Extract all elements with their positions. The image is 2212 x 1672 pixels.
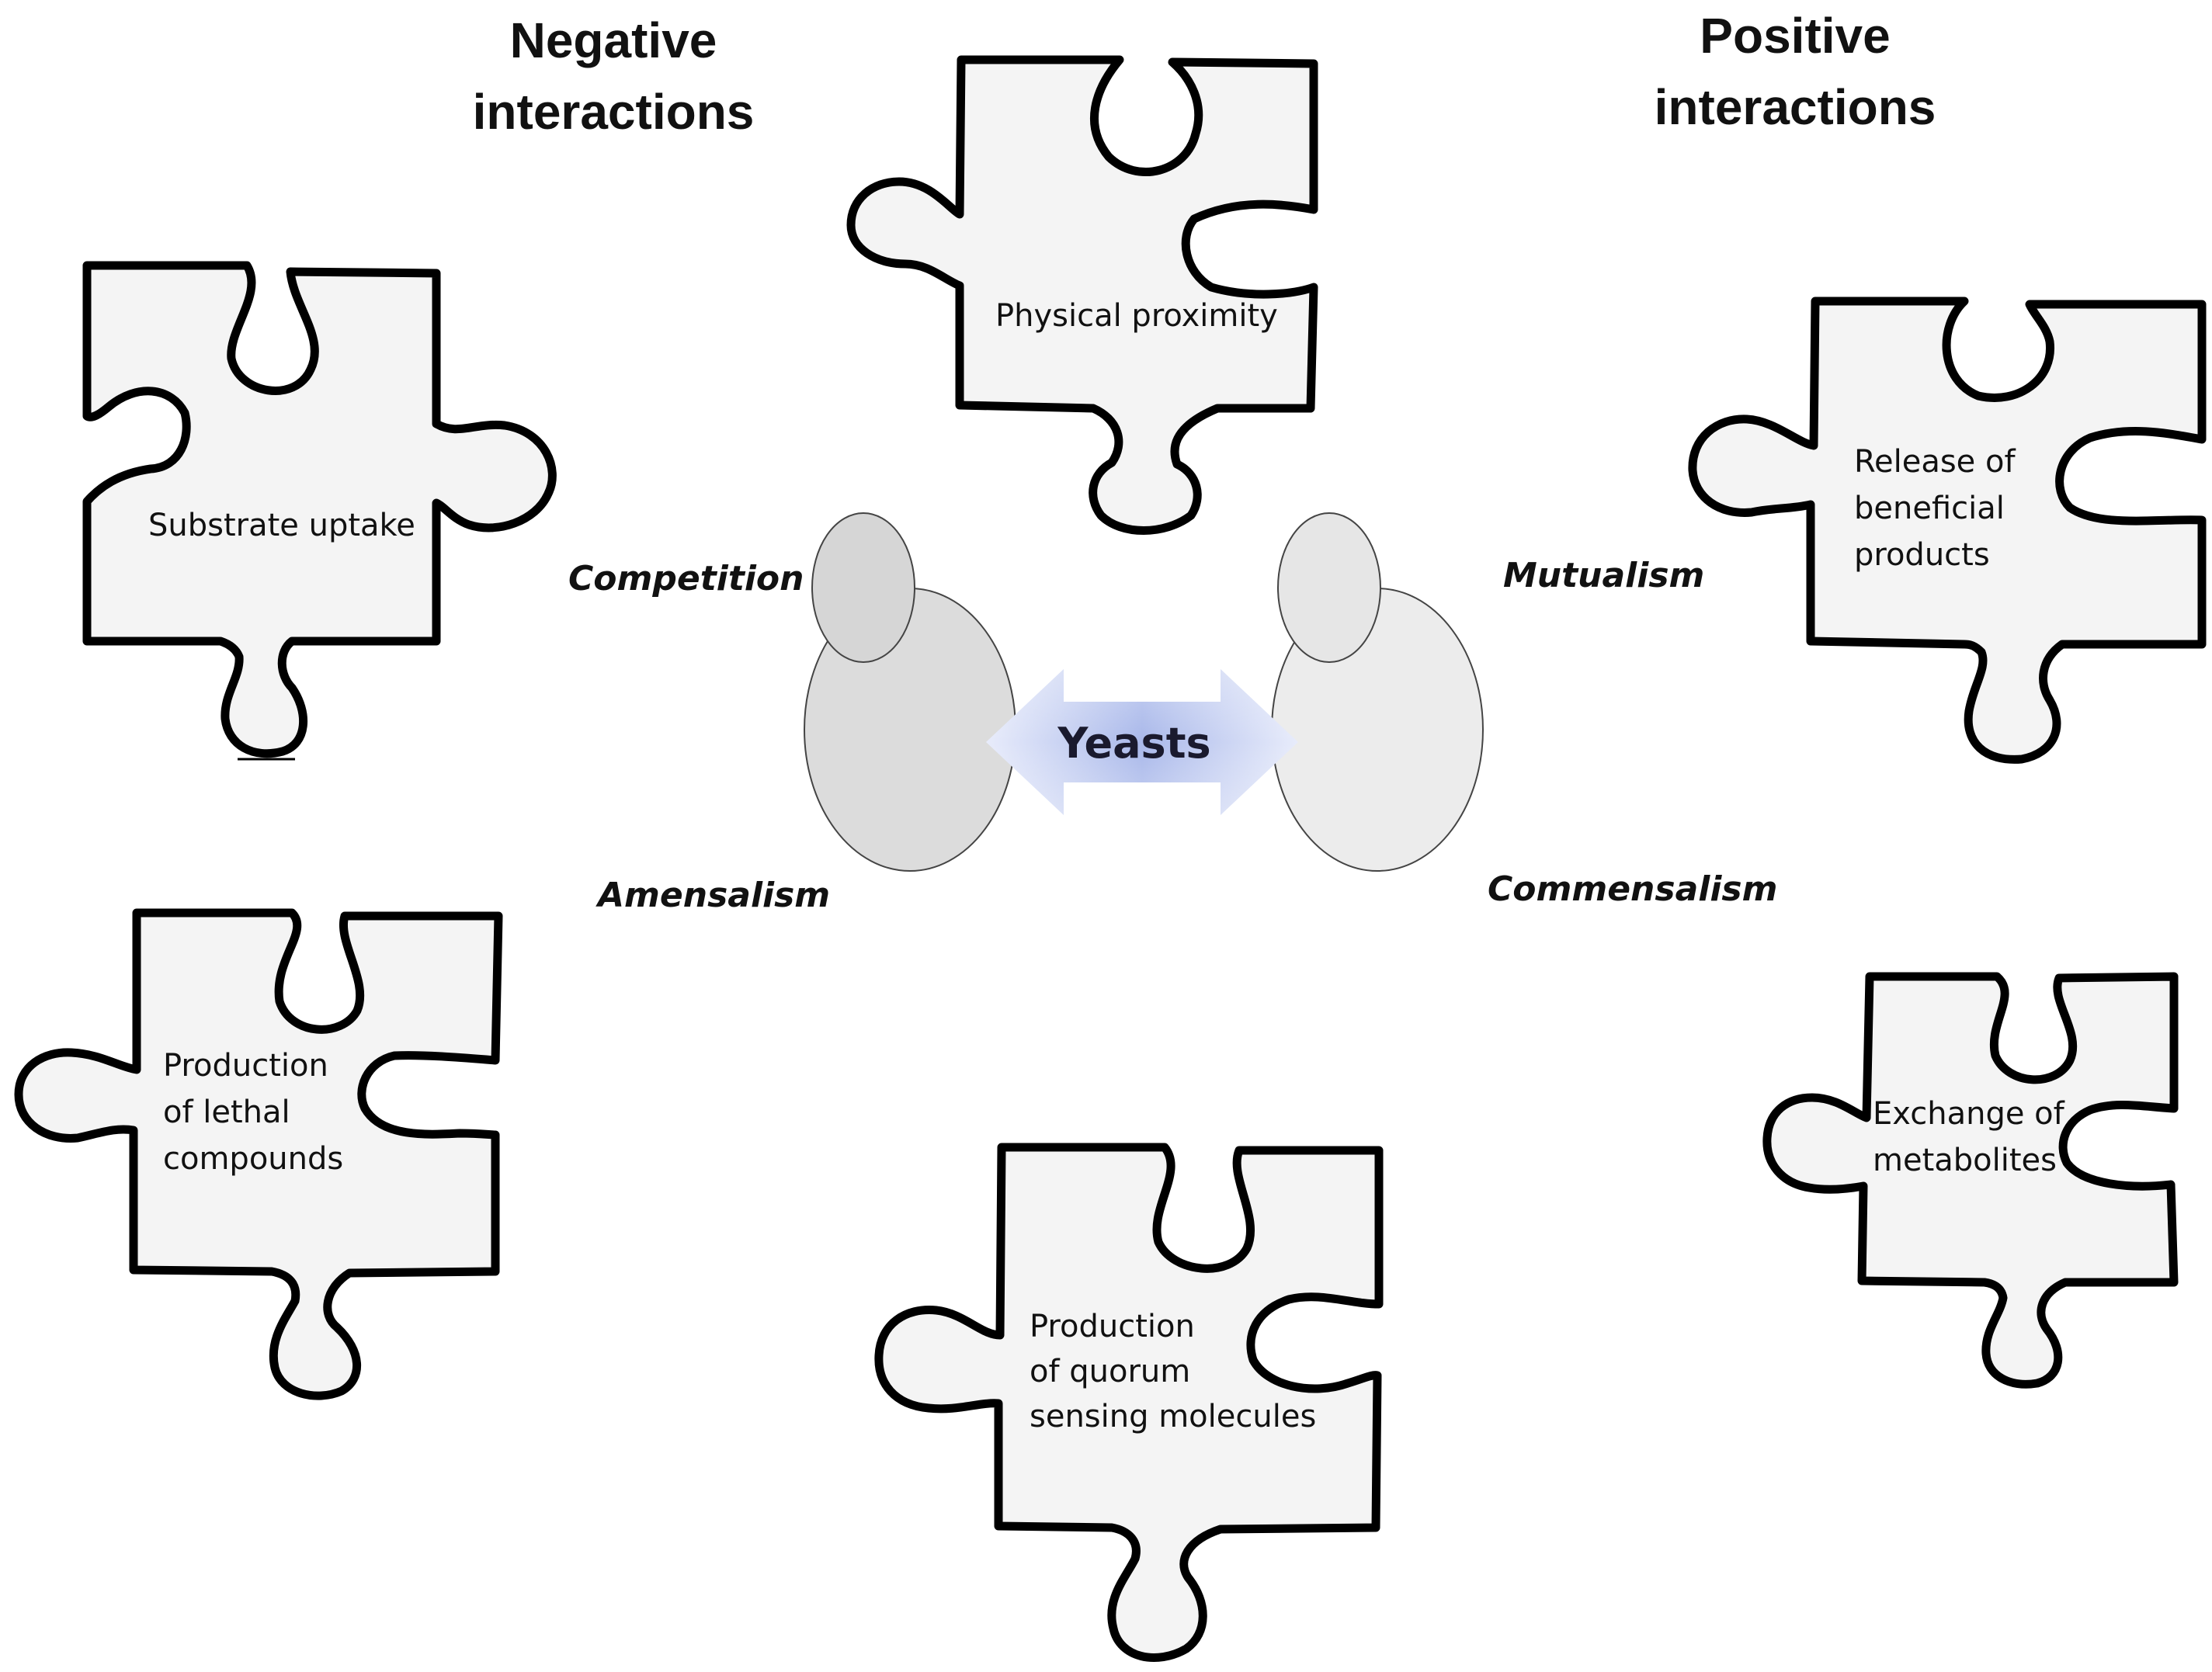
negative-interactions-header: Negative interactions bbox=[473, 12, 755, 140]
exchange-metabolites-line-2: metabolites bbox=[1873, 1143, 2057, 1178]
puzzle-piece-shape bbox=[1762, 972, 2179, 1389]
double-arrow-sheen bbox=[986, 669, 1298, 815]
amensalism-label: Amensalism bbox=[596, 876, 830, 915]
yeast-bud-left bbox=[811, 512, 915, 663]
release-beneficial-line-2: beneficial bbox=[1854, 491, 2005, 526]
exchange-metabolites-line-1: Exchange of bbox=[1873, 1096, 2065, 1132]
puzzle-piece-shape bbox=[82, 261, 557, 758]
puzzle-piece-shape bbox=[14, 908, 503, 1400]
quorum-sensing-line-3: sensing molecules bbox=[1030, 1399, 1316, 1434]
double-arrow: Yeasts bbox=[986, 669, 1298, 815]
puzzle-piece-shape bbox=[846, 55, 1318, 535]
lethal-compounds-line-2: of lethal bbox=[163, 1094, 290, 1130]
puzzle-piece-exchange-metabolites: Exchange of metabolites bbox=[1762, 972, 2179, 1389]
mutualism-label: Mutualism bbox=[1503, 556, 1704, 595]
puzzle-piece-shape bbox=[874, 1143, 1384, 1662]
puzzle-piece-shape bbox=[1688, 297, 2207, 764]
physical-proximity-label: Physical proximity bbox=[995, 298, 1278, 334]
negative-header-line-1: Negative bbox=[510, 12, 717, 68]
quorum-sensing-line-2: of quorum bbox=[1030, 1354, 1190, 1389]
quorum-sensing-line-1: Production bbox=[1030, 1309, 1195, 1344]
yeasts-label: Yeasts bbox=[1057, 719, 1210, 768]
positive-header-line-1: Positive bbox=[1700, 8, 1890, 64]
yeast-cell-right bbox=[1271, 512, 1484, 872]
yeast-bud-right bbox=[1277, 512, 1381, 663]
commensalism-label: Commensalism bbox=[1488, 869, 1777, 909]
puzzle-piece-lethal-compounds: Production of lethal compounds bbox=[14, 908, 503, 1400]
puzzle-piece-release-beneficial: Release of beneficial products bbox=[1688, 297, 2207, 764]
yeast-cell-left bbox=[804, 512, 1016, 872]
puzzle-piece-substrate-uptake: Substrate uptake bbox=[82, 261, 557, 761]
release-beneficial-line-1: Release of bbox=[1854, 444, 2016, 480]
competition-label: Competition bbox=[568, 559, 804, 598]
puzzle-piece-physical-proximity: Physical proximity bbox=[846, 55, 1318, 535]
lethal-compounds-line-3: compounds bbox=[163, 1141, 343, 1177]
lethal-compounds-line-1: Production bbox=[163, 1048, 328, 1084]
positive-header-line-2: interactions bbox=[1655, 79, 1936, 135]
positive-interactions-header: Positive interactions bbox=[1655, 8, 1936, 135]
negative-header-line-2: interactions bbox=[473, 84, 755, 140]
puzzle-piece-quorum-sensing: Production of quorum sensing molecules bbox=[874, 1143, 1384, 1662]
substrate-uptake-label: Substrate uptake bbox=[148, 508, 415, 543]
release-beneficial-line-3: products bbox=[1854, 537, 1990, 573]
